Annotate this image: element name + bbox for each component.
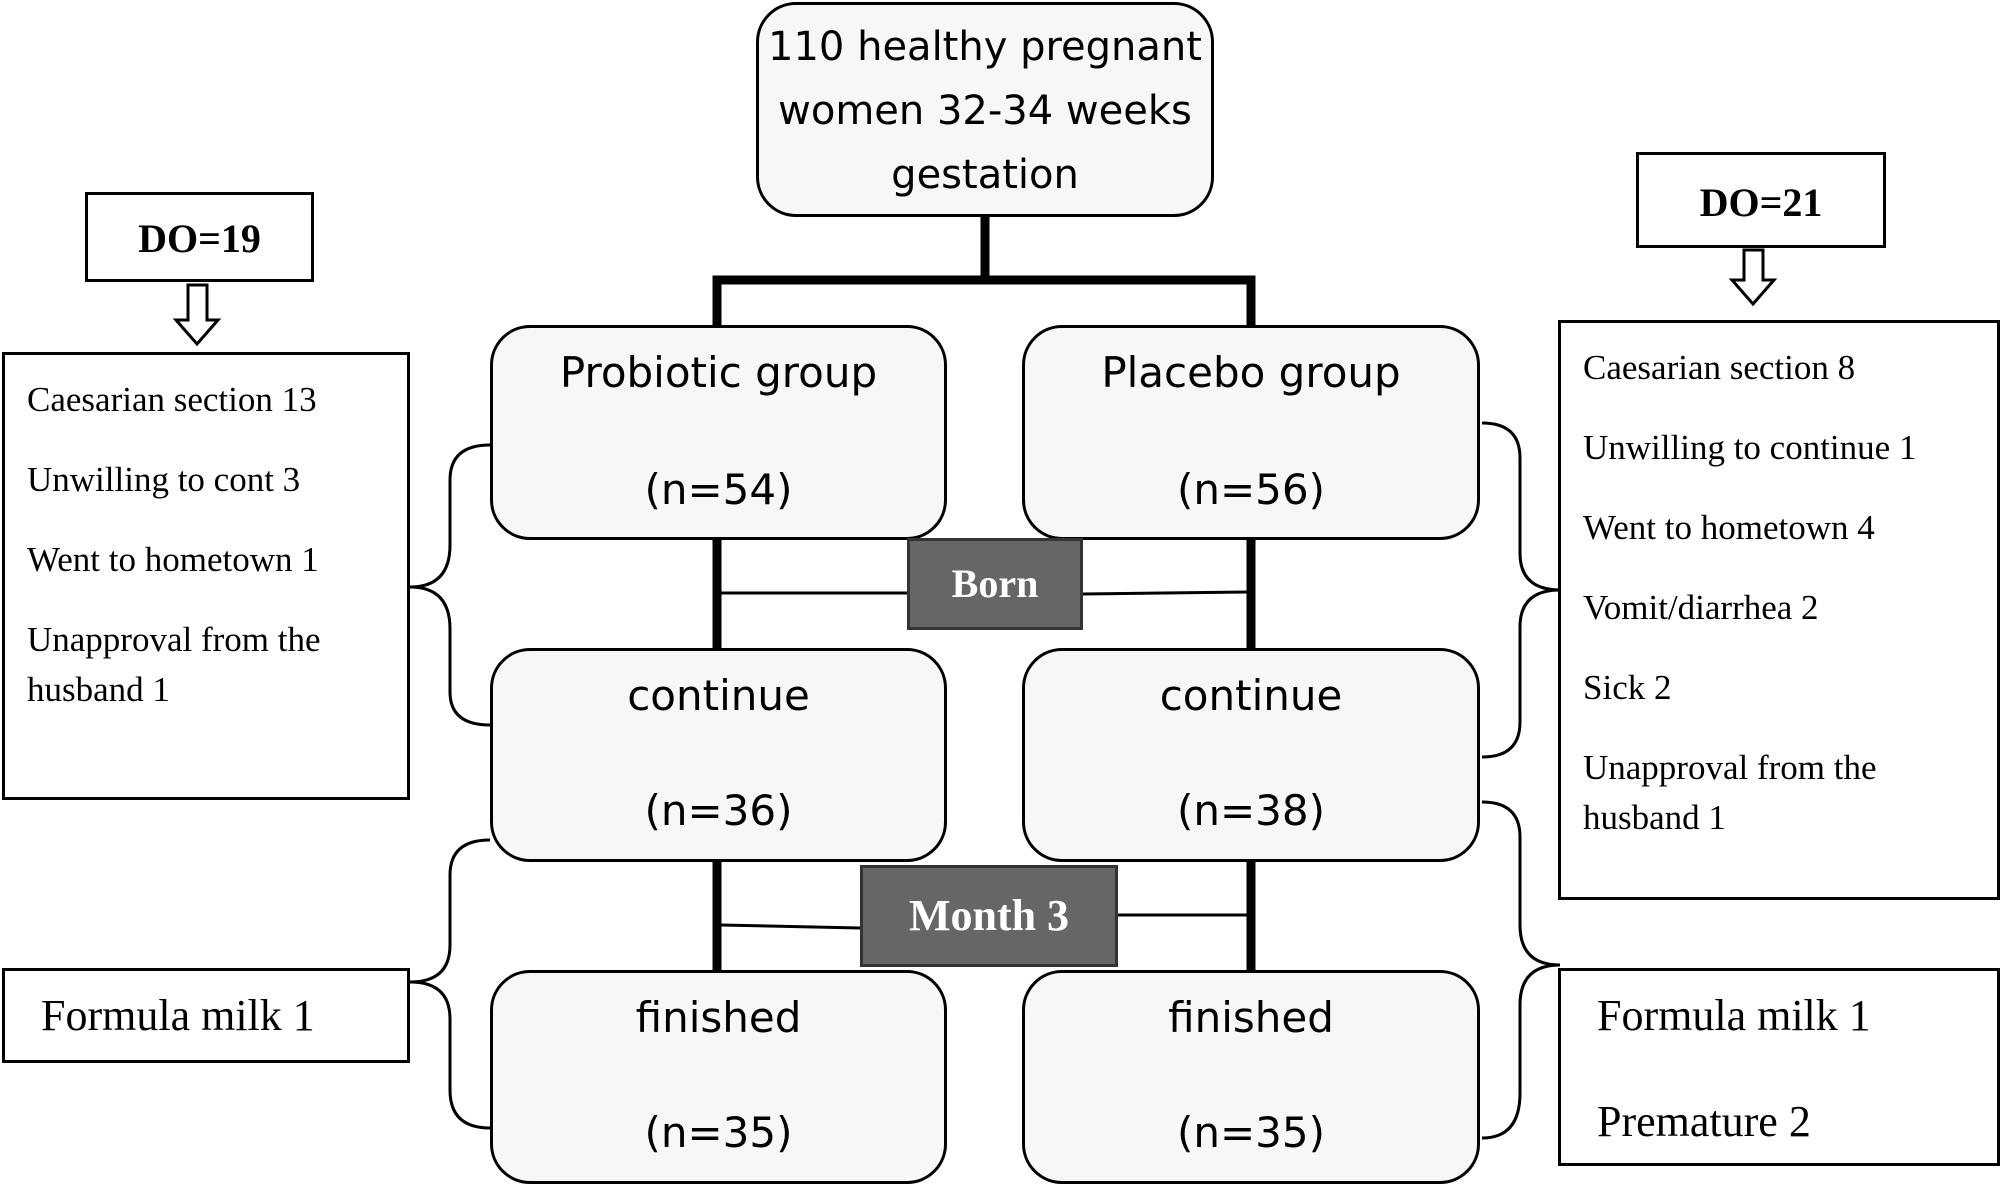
- probiotic-continue-title: continue: [627, 671, 810, 720]
- right-brace-bottom: [1481, 800, 1561, 1140]
- enrollment-line-2: women 32-34 weeks: [778, 88, 1192, 134]
- placebo-group-count: (n=56): [1176, 465, 1326, 514]
- right-dropout-label: DO=21: [1699, 180, 1823, 225]
- probiotic-continue-box: continue (n=36): [490, 648, 947, 862]
- stage-month3-text: Month 3: [908, 891, 1070, 940]
- probiotic-finished-box: finished (n=35): [490, 970, 947, 1184]
- stage-month3-label: Month 3: [860, 865, 1118, 967]
- enrollment-text: 110 healthy pregnant women 32-34 weeks g…: [759, 15, 1211, 207]
- list-item: Premature 2: [1597, 1097, 1811, 1146]
- right-brace-top: [1481, 421, 1561, 759]
- list-item: Unwilling to continue 1: [1583, 428, 1917, 467]
- left-dropout-label: DO=19: [138, 216, 261, 261]
- enrollment-box: 110 healthy pregnant women 32-34 weeks g…: [756, 2, 1214, 217]
- enrollment-line-3: gestation: [891, 152, 1079, 198]
- list-item: Unapproval from the: [1583, 748, 1877, 787]
- month3-line-left: [720, 923, 861, 930]
- right-down-arrow-icon: [1728, 248, 1778, 307]
- right-final-dropout-box: Formula milk 1 Premature 2: [1558, 968, 2000, 1166]
- probiotic-group-box: Probiotic group (n=54): [490, 325, 947, 540]
- left-final-dropout-box: Formula milk 1: [2, 968, 410, 1063]
- list-item: Unapproval from the: [27, 620, 321, 659]
- placebo-finished-title: finished: [1168, 993, 1334, 1042]
- probiotic-group-title: Probiotic group: [559, 348, 878, 397]
- placebo-group-title: Placebo group: [1101, 348, 1401, 397]
- enrollment-line-1: 110 healthy pregnant: [768, 24, 1202, 70]
- list-item: husband 1: [27, 670, 170, 709]
- placebo-continue-title: continue: [1159, 671, 1343, 720]
- placebo-group-box: Placebo group (n=56): [1022, 325, 1480, 540]
- list-item: husband 1: [1583, 798, 1726, 837]
- placebo-finished-box: finished (n=35): [1022, 970, 1480, 1184]
- born-line-right: [1082, 590, 1248, 596]
- stage-born-label: Born: [907, 538, 1083, 630]
- stage-born-text: Born: [951, 561, 1039, 606]
- probiotic-group-count: (n=54): [644, 465, 793, 514]
- list-item: Vomit/diarrhea 2: [1583, 588, 1819, 627]
- right-dropout-reasons: Caesarian section 8 Unwilling to continu…: [1558, 320, 2000, 900]
- list-item: Caesarian section 8: [1583, 348, 1856, 387]
- left-brace-bottom: [409, 838, 491, 1130]
- right-dropout-box: DO=21: [1636, 152, 1886, 248]
- list-item: Unwilling to cont 3: [27, 460, 301, 499]
- left-brace-top: [409, 443, 491, 727]
- left-down-arrow-icon: [172, 283, 222, 347]
- left-dropout-reasons: Caesarian section 13 Unwilling to cont 3…: [2, 352, 410, 800]
- list-item: Went to hometown 1: [27, 540, 319, 579]
- probiotic-finished-title: finished: [635, 993, 802, 1042]
- placebo-continue-count: (n=38): [1176, 786, 1326, 835]
- list-item: Sick 2: [1583, 668, 1672, 707]
- placebo-finished-count: (n=35): [1176, 1108, 1326, 1157]
- probiotic-finished-count: (n=35): [644, 1108, 793, 1157]
- probiotic-continue-count: (n=36): [644, 786, 793, 835]
- list-item: Went to hometown 4: [1583, 508, 1875, 547]
- list-item: Formula milk 1: [1597, 991, 1871, 1040]
- list-item: Formula milk 1: [41, 991, 315, 1040]
- placebo-continue-box: continue (n=38): [1022, 648, 1480, 862]
- list-item: Caesarian section 13: [27, 380, 317, 419]
- left-dropout-box: DO=19: [85, 192, 314, 282]
